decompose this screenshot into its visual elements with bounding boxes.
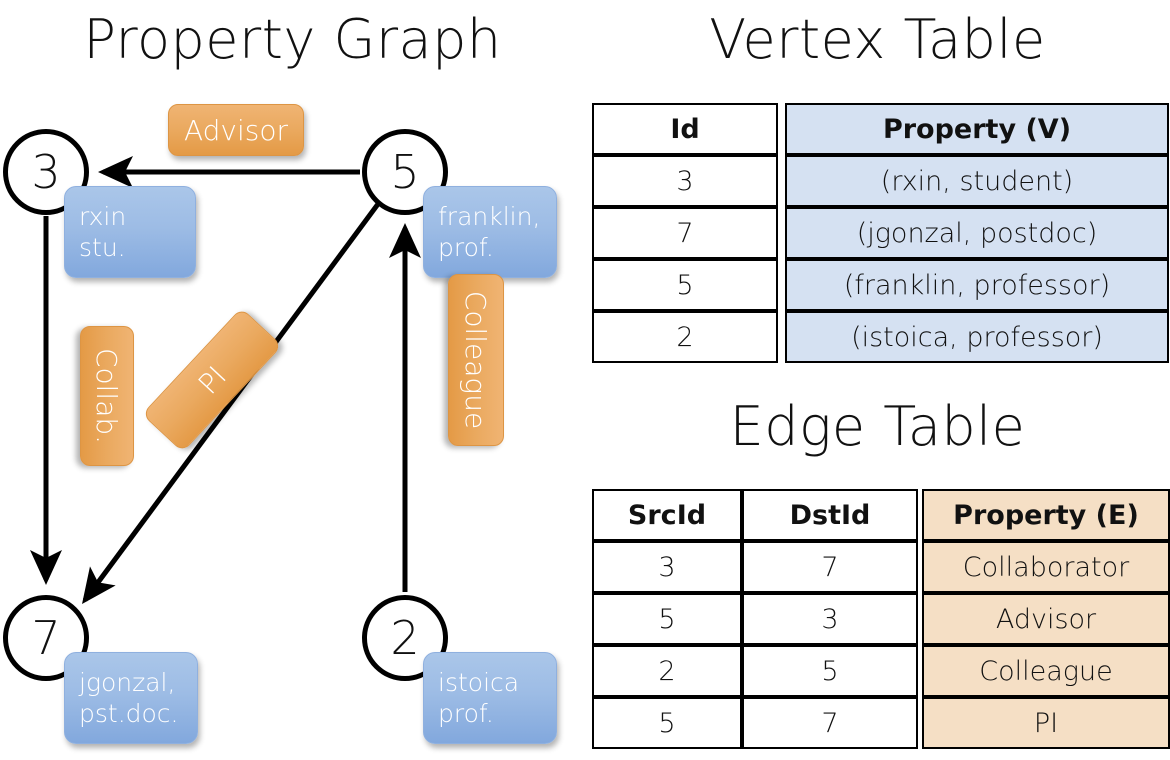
edge-table: SrcId DstId Property (E) 3 7 Collaborato… xyxy=(592,489,1170,749)
table-row: 3 7 Collaborator xyxy=(592,541,1170,593)
edge-row-2-dst: 5 xyxy=(742,645,918,697)
vertex-row-2-id: 5 xyxy=(592,259,778,311)
edge-row-1-src: 5 xyxy=(592,593,742,645)
page-title-vertex-table: Vertex Table xyxy=(709,8,1046,71)
edge-table-header-srcid: SrcId xyxy=(592,489,742,541)
vertex-row-0-id: 3 xyxy=(592,155,778,207)
table-row: 3 (rxin, student) xyxy=(592,155,1169,207)
vertex-property-box-2: istoica prof. xyxy=(423,652,557,744)
table-row: 5 (franklin, professor) xyxy=(592,259,1169,311)
vertex-table-column-gap xyxy=(778,259,785,311)
table-row: 7 (jgonzal, postdoc) xyxy=(592,207,1169,259)
graph-node-2-label: 2 xyxy=(390,611,420,665)
vertex-property-box-3: rxin stu. xyxy=(64,186,196,278)
edge-row-3-src: 5 xyxy=(592,697,742,749)
edge-row-2-src: 2 xyxy=(592,645,742,697)
edge-row-3-property: PI xyxy=(922,697,1170,749)
edge-row-1-dst: 3 xyxy=(742,593,918,645)
edge-table-header-row: SrcId DstId Property (E) xyxy=(592,489,1170,541)
graph-node-5-label: 5 xyxy=(390,145,420,199)
vertex-table: Id Property (V) 3 (rxin, student) 7 (jgo… xyxy=(592,103,1169,363)
vertex-table-column-gap xyxy=(778,207,785,259)
page-title-property-graph: Property Graph xyxy=(83,8,502,71)
edge-row-1-property: Advisor xyxy=(922,593,1170,645)
vertex-row-3-property: (istoica, professor) xyxy=(785,311,1169,363)
edge-table-column-gap xyxy=(918,697,922,749)
vertex-row-1-id: 7 xyxy=(592,207,778,259)
edge-table-header-dstid: DstId xyxy=(742,489,918,541)
edge-label-colleague: Colleague xyxy=(448,274,504,446)
vertex-row-3-id: 2 xyxy=(592,311,778,363)
vertex-table-header-id: Id xyxy=(592,103,778,155)
vertex-table-header-property: Property (V) xyxy=(785,103,1169,155)
edge-row-0-property: Collaborator xyxy=(922,541,1170,593)
vertex-property-box-7: jgonzal, pst.doc. xyxy=(64,652,198,744)
vertex-table-header-row: Id Property (V) xyxy=(592,103,1169,155)
vertex-row-0-property: (rxin, student) xyxy=(785,155,1169,207)
edge-label-collab: Collab. xyxy=(80,326,134,466)
vertex-table-column-gap xyxy=(778,311,785,363)
table-row: 2 (istoica, professor) xyxy=(592,311,1169,363)
edge-row-0-src: 3 xyxy=(592,541,742,593)
graph-node-5[interactable]: 5 xyxy=(362,129,448,215)
edge-label-advisor: Advisor xyxy=(168,104,304,156)
edge-row-0-dst: 7 xyxy=(742,541,918,593)
edge-row-2-property: Colleague xyxy=(922,645,1170,697)
graph-edge-5-to-7 xyxy=(82,202,381,605)
edge-table-column-gap xyxy=(918,645,922,697)
graph-edges-layer xyxy=(30,156,421,605)
table-row: 2 5 Colleague xyxy=(592,645,1170,697)
graph-node-3-label: 3 xyxy=(31,145,61,199)
vertex-row-2-property: (franklin, professor) xyxy=(785,259,1169,311)
graph-node-7-label: 7 xyxy=(31,611,61,665)
edge-table-column-gap xyxy=(918,593,922,645)
edge-table-column-gap xyxy=(918,489,922,541)
vertex-table-column-gap xyxy=(778,103,785,155)
edge-table-header-property: Property (E) xyxy=(922,489,1170,541)
page-title-edge-table: Edge Table xyxy=(729,395,1026,458)
edge-row-3-dst: 7 xyxy=(742,697,918,749)
edge-table-column-gap xyxy=(918,541,922,593)
graph-node-2[interactable]: 2 xyxy=(362,595,448,681)
property-graph-panel: Property Graph 3 5 7 2 xyxy=(3,8,557,744)
table-row: 5 7 PI xyxy=(592,697,1170,749)
vertex-property-box-5: franklin, prof. xyxy=(423,186,557,278)
table-row: 5 3 Advisor xyxy=(592,593,1170,645)
vertex-table-column-gap xyxy=(778,155,785,207)
vertex-row-1-property: (jgonzal, postdoc) xyxy=(785,207,1169,259)
